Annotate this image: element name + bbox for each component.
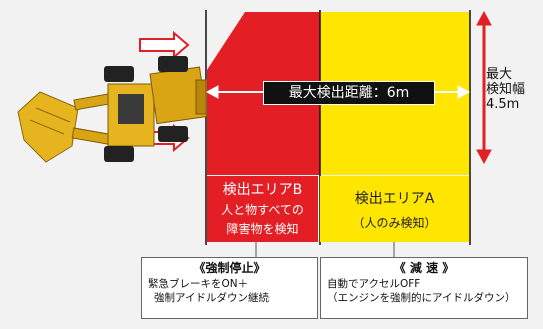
forced-stop-line-2: 強制アイドルダウン継続 — [154, 292, 269, 304]
deceleration-line-1: 自動でアクセルOFF — [327, 278, 421, 290]
forced-stop-title: 《強制停止》 — [193, 261, 266, 275]
deceleration-info-box: 《 減 速 》 自動でアクセルOFF （エンジンを強制的にアイドルダウン） — [320, 257, 528, 319]
deceleration-line-2: （エンジンを強制的にアイドルダウン） — [327, 292, 516, 304]
area-b-desc-2: 障害物を検知 — [226, 222, 299, 236]
width-arrow-icon — [476, 10, 492, 165]
area-b-desc-1: 人と物すべての — [221, 203, 304, 217]
area-a-label-box: 検出エリアA （人のみ検知） — [320, 176, 469, 242]
max-detection-width-label: 最大 検知幅 4.5m — [486, 67, 526, 112]
max-detection-distance-label: 最大検出距離：6m — [263, 81, 435, 105]
forced-stop-info-box: 《強制停止》 緊急ブレーキをON＋ 強制アイドルダウン継続 — [141, 257, 318, 319]
area-b-title: 検出エリアB — [222, 182, 303, 198]
width-line-2: 検知幅 — [486, 82, 526, 97]
width-line-3: 4.5m — [486, 97, 520, 112]
width-line-1: 最大 — [486, 67, 513, 82]
forced-stop-line-1: 緊急ブレーキをON＋ — [148, 278, 249, 290]
area-a-title: 検出エリアA — [354, 191, 435, 207]
deceleration-title: 《 減 速 》 — [393, 261, 455, 275]
area-a-desc: （人のみ検知） — [352, 216, 437, 230]
area-b-label-box: 検出エリアB 人と物すべての 障害物を検知 — [207, 176, 318, 242]
wheel-loader-icon — [17, 56, 208, 163]
